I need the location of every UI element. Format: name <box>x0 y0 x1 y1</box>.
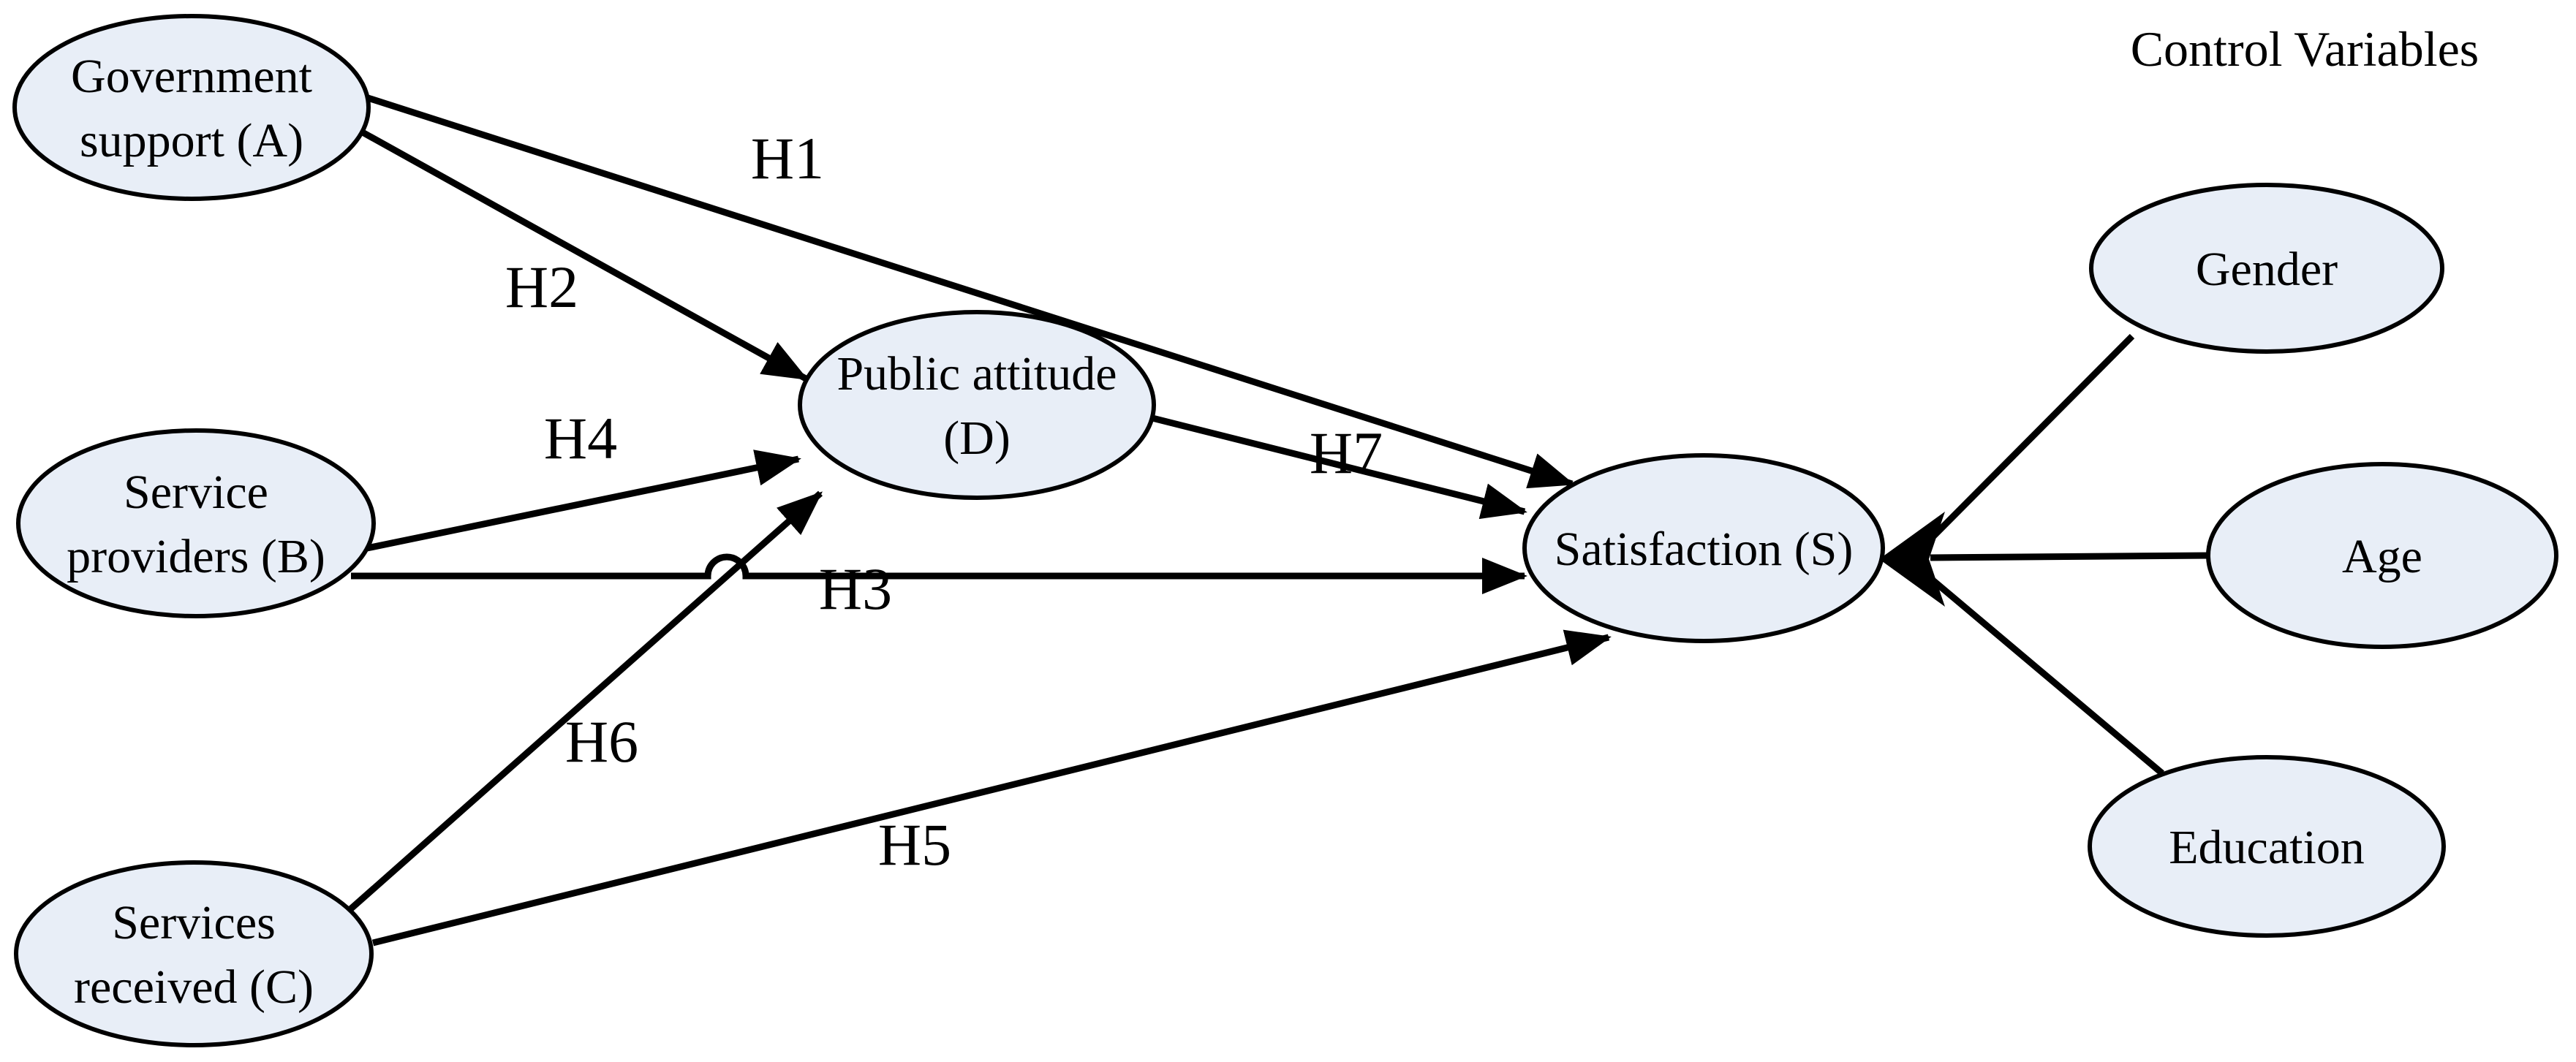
edge-label-h3: H3 <box>819 555 892 622</box>
node-shape-government-support <box>12 14 371 201</box>
node-label-age: Age <box>2342 530 2422 583</box>
node-shape-education <box>2088 755 2446 938</box>
node-service-providers: Service providers (B) <box>16 428 376 618</box>
edge-h5 <box>371 629 1612 947</box>
node-label-line: Education <box>2169 821 2365 874</box>
node-label-satisfaction: Satisfaction (S) <box>1555 523 1854 576</box>
nodes-layer: Government support (A) Service providers (B… <box>12 14 2558 1047</box>
node-satisfaction: Satisfaction (S) <box>1522 453 1885 643</box>
edge-h7 <box>1151 414 1527 520</box>
node-label-line: Satisfaction (S) <box>1555 523 1854 576</box>
control-line-age <box>1930 552 2210 561</box>
control-line-gender <box>1923 333 2135 547</box>
node-label-service-providers: Service providers (B) <box>67 466 325 583</box>
edge-h4 <box>366 450 801 552</box>
edge-label-h7: H7 <box>1310 420 1383 486</box>
node-label-line: received (C) <box>74 960 314 1014</box>
node-label-education: Education <box>2169 821 2365 874</box>
node-shape-public-attitude <box>798 310 1156 500</box>
node-shape-services-received <box>14 860 374 1047</box>
node-label-gender: Gender <box>2196 243 2338 296</box>
node-label-line: providers (B) <box>67 530 325 583</box>
edge-h2 <box>359 129 809 382</box>
node-education: Education <box>2088 755 2446 938</box>
edge-line-h1 <box>362 93 1575 489</box>
node-label-government-support: Government support (A) <box>71 50 312 167</box>
node-label-services-received: Services received (C) <box>74 896 314 1014</box>
edge-line-h6 <box>347 490 823 913</box>
node-services-received: Services received (C) <box>14 860 374 1047</box>
edge-line-h5 <box>371 629 1612 947</box>
node-label-line: Service <box>124 466 268 519</box>
node-gender: Gender <box>2089 183 2444 354</box>
control-line-education <box>1924 572 2164 776</box>
node-shape-gender <box>2089 183 2444 354</box>
edge-label-h2: H2 <box>505 254 578 320</box>
control-merge-arrowhead-icon <box>1879 512 1945 607</box>
edge-h6 <box>347 490 823 913</box>
edge-label-h6: H6 <box>565 708 638 775</box>
edges-layer <box>347 93 1612 947</box>
edge-line-h7 <box>1151 414 1527 520</box>
node-shape-satisfaction <box>1522 453 1885 643</box>
node-label-line: Age <box>2342 530 2422 583</box>
node-label-line: (D) <box>943 411 1011 465</box>
edge-line-h3 <box>351 553 1527 594</box>
node-label-line: Gender <box>2196 243 2338 296</box>
edge-line-h2 <box>359 129 809 382</box>
edge-label-h5: H5 <box>878 811 951 878</box>
node-public-attitude: Public attitude (D) <box>798 310 1156 500</box>
node-label-line: Services <box>112 896 276 949</box>
node-label-line: Public attitude <box>836 347 1117 401</box>
control-layer: Control Variables <box>1879 21 2479 776</box>
edge-line-h4 <box>366 450 801 552</box>
node-label-line: Government <box>71 50 312 103</box>
edge-h3 <box>351 553 1527 594</box>
edge-h1 <box>362 93 1575 489</box>
edge-label-h1: H1 <box>751 125 824 191</box>
node-government-support: Government support (A) <box>12 14 371 201</box>
control-variables-title: Control Variables <box>2131 21 2479 77</box>
node-shape-service-providers <box>16 428 376 618</box>
node-age: Age <box>2206 462 2558 649</box>
node-label-public-attitude: Public attitude (D) <box>836 347 1117 465</box>
node-label-line: support (A) <box>80 114 303 167</box>
edge-label-h4: H4 <box>544 405 617 471</box>
